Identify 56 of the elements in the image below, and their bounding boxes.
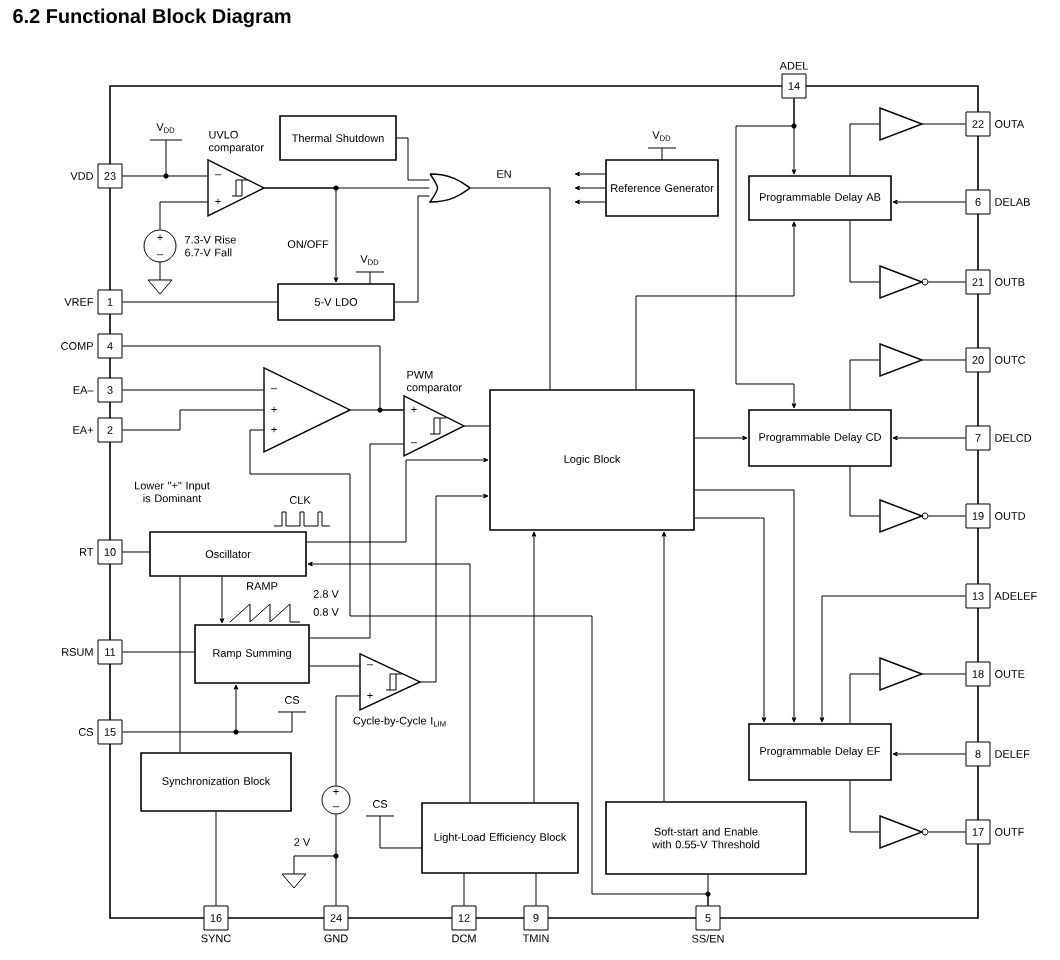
- arrow: [892, 435, 966, 441]
- wire: [350, 409, 404, 411]
- wire: [922, 673, 966, 675]
- wire: [922, 123, 966, 125]
- wire: [849, 780, 880, 833]
- wire: [922, 359, 966, 361]
- arrow: [892, 199, 966, 205]
- wire: [535, 873, 537, 906]
- arrow: [892, 751, 966, 757]
- wire: [849, 466, 880, 517]
- wire: [707, 874, 709, 906]
- wire: [396, 137, 430, 181]
- arrow: [694, 517, 767, 723]
- arrow: [819, 595, 966, 723]
- arrow: [122, 684, 239, 733]
- wire: [122, 301, 278, 303]
- wire: [849, 123, 880, 176]
- wire: [179, 576, 181, 753]
- voltage-source-symbol: [321, 785, 351, 815]
- arrow: [219, 576, 225, 624]
- arrow: [420, 493, 489, 683]
- arrow: [307, 561, 471, 803]
- wire: [309, 443, 404, 639]
- or-gate-symbol: [429, 173, 471, 203]
- arrow: [574, 199, 606, 205]
- wire: [928, 515, 966, 517]
- wire: [335, 695, 360, 786]
- wire: [849, 359, 880, 410]
- arrow: [635, 221, 797, 390]
- wire: [928, 281, 966, 283]
- arrow: [694, 435, 748, 441]
- wire: [470, 187, 551, 390]
- wire: [122, 175, 208, 177]
- wire: [215, 811, 217, 906]
- arrow: [735, 98, 797, 409]
- arrow: [694, 489, 797, 723]
- wire: [122, 409, 264, 431]
- title: 6.2 Functional Block Diagram: [13, 8, 291, 28]
- arrow: [574, 185, 606, 191]
- wire: [463, 873, 465, 906]
- wire: [849, 220, 880, 283]
- arrow: [306, 457, 489, 543]
- wire: [122, 651, 195, 653]
- wire: [849, 673, 880, 724]
- wire: [464, 425, 490, 427]
- wire: [122, 389, 264, 391]
- wire: [122, 551, 150, 553]
- wire: [928, 831, 966, 833]
- wire: [335, 814, 337, 906]
- arrow: [264, 187, 339, 283]
- arrow: [531, 531, 537, 803]
- arrow: [661, 531, 667, 802]
- wire: [394, 195, 430, 303]
- wire: [309, 665, 360, 667]
- arrow: [574, 171, 606, 177]
- wire: [159, 201, 208, 230]
